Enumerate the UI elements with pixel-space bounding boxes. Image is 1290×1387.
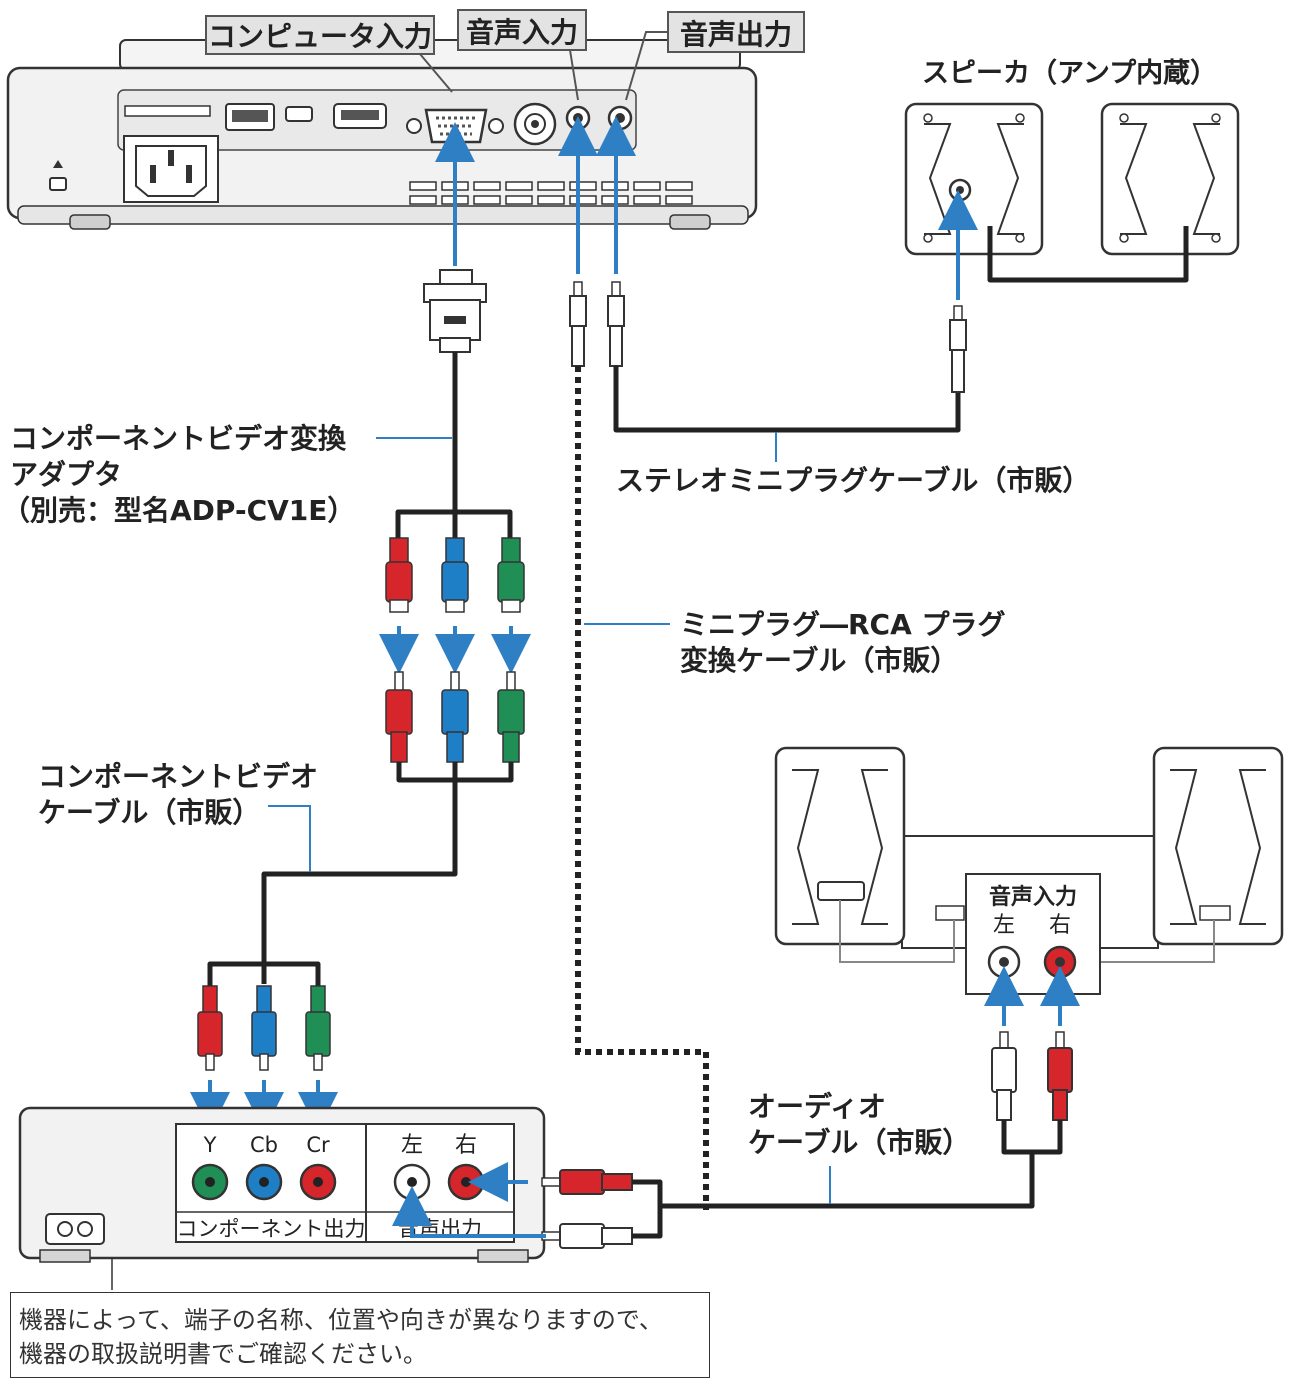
video-device: Y Cb Cr コンポーネント出力 左 右 音声出力	[18, 1106, 546, 1263]
speaker-rca-white	[991, 1031, 1017, 1121]
computer-input-label: コンピュータ入力	[208, 20, 432, 53]
audio-input-label: 音声入力	[466, 16, 578, 49]
component-cable-callout: コンポーネントビデオ ケーブル（市販）	[38, 760, 318, 872]
device-right-label: 右	[455, 1133, 477, 1158]
device-y-label: Y	[203, 1133, 217, 1157]
miniplug-label-line2: 変換ケーブル（市販）	[680, 644, 958, 677]
device-rca-red	[541, 1169, 633, 1195]
stereo-cable-callout: ステレオミニプラグケーブル（市販）	[616, 432, 1090, 497]
lower-plug-green	[305, 985, 331, 1071]
mini-plug-speaker	[949, 305, 967, 393]
adapter-label-line3: （別売：型名ADP-CV1E）	[2, 494, 355, 527]
vga-plug	[423, 269, 487, 353]
mini-plug-output	[607, 281, 625, 367]
adapter-label-line1: コンポーネントビデオ変換	[10, 422, 347, 455]
audio-input-tab: 音声入力	[457, 9, 587, 101]
lower-plug-blue	[251, 985, 277, 1071]
adapter-callout: コンポーネントビデオ変換 アダプタ （別売：型名ADP-CV1E）	[2, 422, 452, 527]
adapter-rca-green	[497, 537, 525, 613]
component-cable-line1: コンポーネントビデオ	[38, 760, 318, 793]
audio-cable-line1: オーディオ	[748, 1090, 886, 1123]
device-left-label: 左	[401, 1133, 423, 1158]
speaker2-input-label: 音声入力	[989, 884, 1077, 910]
component-plug-red	[385, 671, 413, 763]
stereo-cable-label: ステレオミニプラグケーブル（市販）	[616, 464, 1090, 497]
miniplug-label-line1: ミニプラグ―RCA プラグ	[680, 608, 1006, 641]
lower-plug-red	[197, 985, 223, 1071]
audio-input-jack	[565, 105, 591, 131]
adapter-label-line2: アダプタ	[10, 458, 122, 491]
speaker-title: スピーカ（アンプ内蔵）	[922, 58, 1217, 89]
note-line1: 機器によって、端子の名称、位置や向きが異なりますので、	[19, 1306, 663, 1334]
audio-output-jack	[607, 105, 633, 131]
speaker-right-top	[1100, 102, 1240, 256]
speaker-left-top	[904, 102, 1044, 256]
device-rca-white	[541, 1223, 633, 1249]
mini-plug-input	[569, 281, 587, 367]
speaker2-right-label: 右	[1049, 913, 1071, 938]
speaker-rca-red	[1047, 1031, 1073, 1121]
connection-diagram: コンピュータ入力 音声入力 音声出力 スピーカ（アンプ内蔵）	[2, 9, 1284, 1290]
projector	[6, 39, 758, 230]
audio-output-tab: 音声出力	[625, 11, 805, 101]
component-plug-green	[497, 671, 525, 763]
speaker-pair-bottom: 音声入力 左 右	[774, 746, 1284, 995]
speaker2-left-label: 左	[993, 913, 1015, 938]
miniplug-rca-cable	[575, 366, 709, 1210]
component-cable-line2: ケーブル（市販）	[38, 796, 260, 829]
audio-output-label: 音声出力	[680, 18, 792, 51]
device-component-out-label: コンポーネント出力	[177, 1217, 366, 1241]
adapter-rca-blue	[441, 537, 469, 613]
device-cr-label: Cr	[306, 1133, 330, 1157]
note-box: 機器によって、端子の名称、位置や向きが異なりますので、 機器の取扱説明書でご確認…	[10, 1292, 710, 1378]
device-cb-label: Cb	[250, 1133, 278, 1157]
audio-cable-line2: ケーブル（市販）	[748, 1126, 970, 1159]
audio-cable-callout: オーディオ ケーブル（市販）	[748, 1090, 970, 1204]
adapter-rca-red	[385, 537, 413, 613]
note-line2: 機器の取扱説明書でご確認ください。	[19, 1340, 427, 1368]
miniplug-callout: ミニプラグ―RCA プラグ 変換ケーブル（市販）	[584, 608, 1006, 677]
component-plug-blue	[441, 671, 469, 763]
computer-input-tab: コンピュータ入力	[205, 15, 453, 93]
